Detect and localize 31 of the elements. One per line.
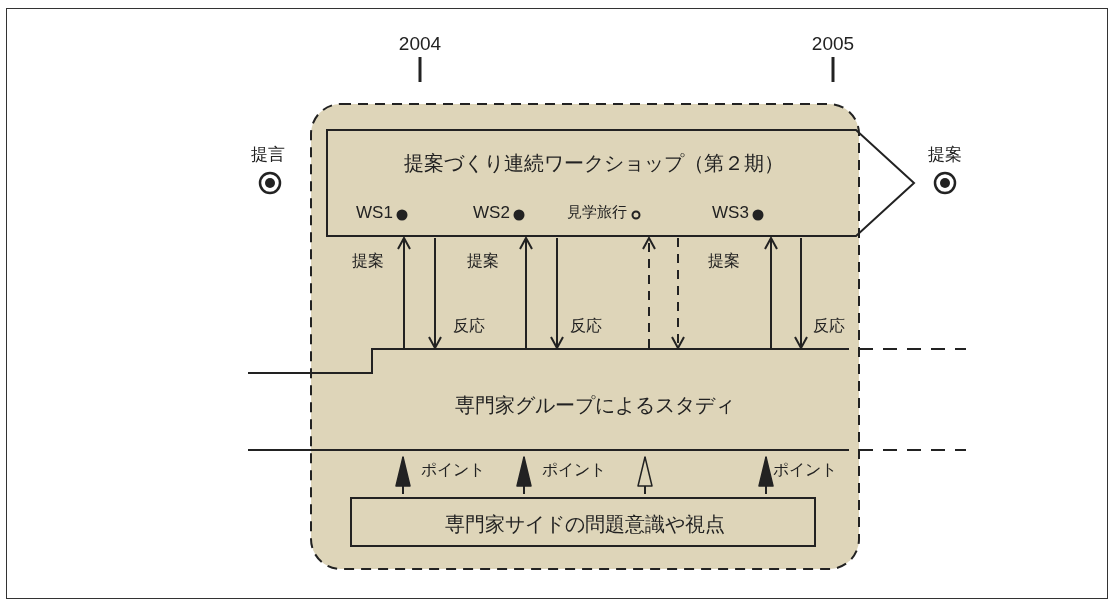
arrow bbox=[764, 237, 778, 349]
edge-label: 提案 bbox=[708, 253, 740, 269]
edge-label: 反応 bbox=[813, 318, 845, 334]
edge-label: ポイント bbox=[542, 462, 606, 478]
milestone-label: 提言 bbox=[251, 146, 285, 163]
session-label: 見学旅行 bbox=[567, 204, 627, 219]
year-label: 2005 bbox=[811, 34, 855, 53]
edge-label: ポイント bbox=[421, 462, 485, 478]
arrow bbox=[671, 237, 685, 349]
session-label: WS1 bbox=[356, 204, 393, 221]
wedge-arrow bbox=[395, 456, 411, 495]
wedge-arrow bbox=[637, 456, 653, 495]
edge-label: 反応 bbox=[453, 318, 485, 334]
arrow bbox=[428, 237, 442, 349]
edge-label: 反応 bbox=[570, 318, 602, 334]
arrow bbox=[794, 237, 808, 349]
band-title: 専門家グループによるスタディ bbox=[455, 395, 735, 415]
arrow bbox=[397, 237, 411, 349]
arrow bbox=[519, 237, 533, 349]
box-title: 専門家サイドの問題意識や視点 bbox=[445, 514, 725, 534]
session-label: WS2 bbox=[473, 204, 510, 221]
arrow bbox=[550, 237, 564, 349]
workshop-title: 提案づくり連続ワークショップ（第２期） bbox=[404, 153, 784, 173]
session-label: WS3 bbox=[712, 204, 749, 221]
edge-label: 提案 bbox=[467, 253, 499, 269]
edge-label: ポイント bbox=[773, 462, 837, 478]
wedge-arrow bbox=[758, 456, 774, 495]
edge-label: 提案 bbox=[352, 253, 384, 269]
year-label: 2004 bbox=[398, 34, 442, 53]
arrow bbox=[642, 237, 656, 349]
wedge-arrow bbox=[516, 456, 532, 495]
